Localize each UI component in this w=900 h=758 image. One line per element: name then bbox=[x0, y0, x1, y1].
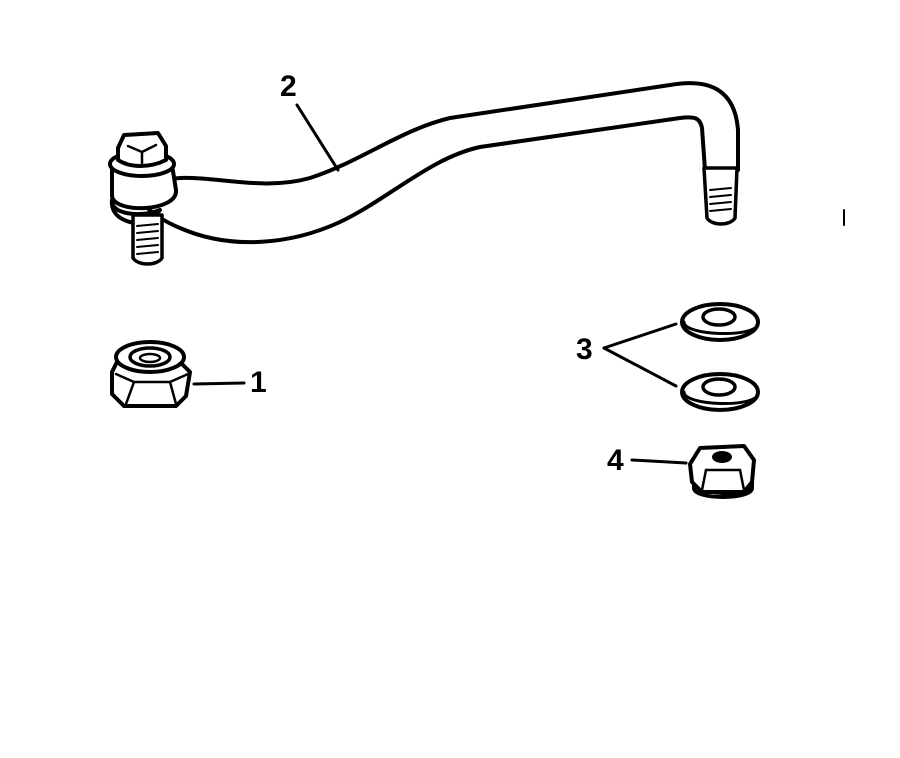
callout-3: 3 bbox=[576, 333, 593, 366]
callout-2: 2 bbox=[280, 70, 297, 103]
lock-nut bbox=[630, 444, 756, 499]
callout-4: 4 bbox=[607, 444, 624, 477]
washers bbox=[602, 302, 760, 412]
flanged-nut bbox=[110, 340, 246, 408]
callout-1: 1 bbox=[250, 366, 267, 399]
link-rod bbox=[108, 81, 740, 266]
